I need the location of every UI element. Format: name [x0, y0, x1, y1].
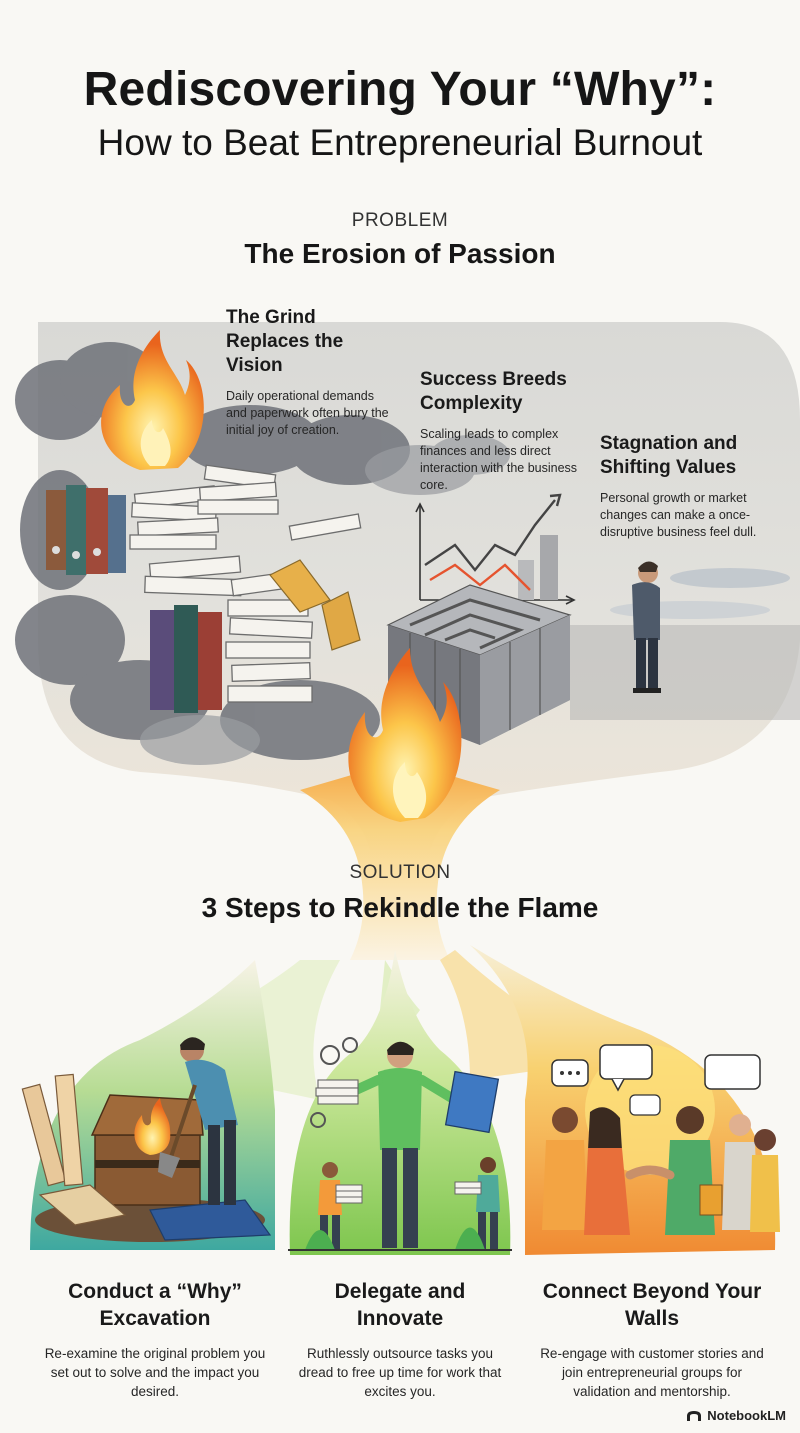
problem-item-grind: The Grind Replaces the Vision Daily oper… [226, 306, 396, 439]
brand-name: NotebookLM [707, 1408, 786, 1423]
step-text: Ruthlessly outsource tasks you dread to … [298, 1346, 502, 1399]
step-text: Re-engage with customer stories and join… [540, 1346, 764, 1399]
problem-heading: The Erosion of Passion [244, 238, 556, 269]
problem-item-text: Personal growth or market changes can ma… [600, 491, 757, 539]
step-connect-beyond: Connect Beyond Your Walls Re-engage with… [532, 1278, 772, 1401]
treasure-chest-scene [21, 1037, 272, 1242]
notebooklm-logo-icon [687, 1410, 702, 1421]
delegation-scene [288, 1037, 512, 1251]
problem-item-text: Scaling leads to complex finances and le… [420, 427, 578, 492]
solution-heading: 3 Steps to Rekindle the Flame [201, 892, 599, 923]
problem-item-stagnation: Stagnation and Shifting Values Personal … [600, 432, 780, 541]
step-text: Re-examine the original problem you set … [44, 1346, 266, 1399]
problem-item-text: Daily operational demands and paperwork … [226, 389, 389, 437]
page-subtitle: How to Beat Entrepreneurial Burnout [97, 122, 703, 163]
problem-item-complexity: Success Breeds Complexity Scaling leads … [420, 368, 585, 494]
page-title: Rediscovering Your “Why”: [83, 63, 717, 116]
step-title: Connect Beyond Your Walls [542, 1280, 762, 1330]
stagnant-person [632, 561, 661, 693]
problem-item-title: Success Breeds Complexity [420, 369, 567, 414]
brand-watermark: NotebookLM [686, 1408, 786, 1423]
step-delegate-innovate: Delegate and Innovate Ruthlessly outsour… [290, 1278, 510, 1401]
step-why-excavation: Conduct a “Why” Excavation Re-examine th… [40, 1278, 270, 1401]
problem-eyebrow: PROBLEM [351, 210, 449, 231]
community-scene [542, 1044, 780, 1235]
step-title: Delegate and Innovate [334, 1280, 466, 1330]
problem-item-title: The Grind Replaces the Vision [226, 307, 344, 376]
solution-eyebrow: SOLUTION [349, 862, 451, 883]
step-title: Conduct a “Why” Excavation [68, 1280, 242, 1330]
problem-item-title: Stagnation and Shifting Values [600, 433, 738, 478]
